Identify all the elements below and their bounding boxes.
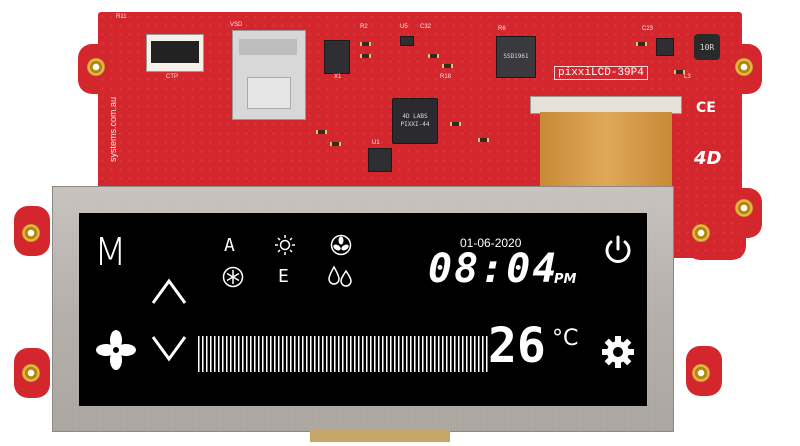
temperature-unit: °C <box>552 326 579 351</box>
fan-speed-bar[interactable] <box>198 336 490 372</box>
processor-chip-line1: 4D LABS <box>402 113 428 120</box>
brand-logo: 4D <box>694 148 722 169</box>
temperature-display: 26 <box>488 318 546 374</box>
smd-part <box>442 64 453 68</box>
mode-letter[interactable]: M <box>94 230 127 274</box>
silk-ref: U5 <box>400 24 408 30</box>
mount-hole <box>692 224 710 242</box>
inductor: 10R <box>694 34 720 60</box>
chip-u3 <box>324 40 350 74</box>
ctp-connector <box>146 34 204 72</box>
lcd-flex-cable <box>540 112 672 192</box>
microsd-slot <box>232 30 306 120</box>
mount-hole <box>22 364 40 382</box>
driver-chip: SSD1961 <box>496 36 536 78</box>
power-icon[interactable] <box>602 234 634 266</box>
silk-ref: L3 <box>684 74 691 80</box>
processor-chip-line2: PIXXI-44 <box>400 121 430 128</box>
smd-part <box>360 54 371 58</box>
silk-ref: X1 <box>334 74 342 80</box>
chevron-down-icon[interactable] <box>150 334 188 364</box>
silk-ref: R11 <box>116 14 127 20</box>
mount-hole <box>735 58 753 76</box>
mount-hole <box>22 224 40 242</box>
bezel-foot <box>310 430 450 442</box>
silk-ref: R2 <box>360 24 368 30</box>
gear-icon[interactable] <box>600 334 636 370</box>
smd-part <box>428 54 439 58</box>
sun-icon <box>275 235 295 255</box>
mount-hole <box>87 58 105 76</box>
date-display: 01-06-2020 <box>460 236 522 250</box>
chip-u5 <box>400 36 414 46</box>
silk-ref: C32 <box>420 24 432 30</box>
smd-part <box>478 138 489 142</box>
processor-chip: 4D LABS PIXXI-44 <box>392 98 438 144</box>
snowflake-icon <box>222 266 244 288</box>
mount-hole <box>692 364 710 382</box>
eco-mode-letter: E <box>278 266 289 287</box>
auto-mode-letter: A <box>224 235 235 256</box>
fan-icon[interactable] <box>96 330 136 370</box>
inductor-label: 10R <box>699 43 715 52</box>
vsd-label: VSD <box>230 22 243 28</box>
silk-ref: U1 <box>372 140 380 146</box>
mount-hole <box>735 199 753 217</box>
silk-ref: R18 <box>440 74 452 80</box>
fan-circle-icon <box>330 234 352 256</box>
silk-ref: C23 <box>642 26 654 32</box>
smd-part <box>636 42 647 46</box>
product-label: pixxiLCD-39P4 <box>554 66 648 80</box>
time-display: 08:04 <box>428 246 559 292</box>
ce-mark: CE <box>696 100 716 116</box>
chip-u1 <box>368 148 392 172</box>
chip-u6 <box>656 38 674 56</box>
chevron-up-icon[interactable] <box>150 276 188 306</box>
driver-chip-label: SSD1961 <box>503 53 529 60</box>
ctp-label: CTP <box>166 74 178 80</box>
silk-ref: R6 <box>498 26 506 32</box>
smd-part <box>674 70 685 74</box>
smd-part <box>330 142 341 146</box>
lcd-screen <box>79 213 647 406</box>
meridiem-display: PM <box>554 272 577 287</box>
smd-part <box>360 42 371 46</box>
smd-part <box>450 122 461 126</box>
water-drops-icon <box>328 265 352 287</box>
smd-part <box>316 130 327 134</box>
